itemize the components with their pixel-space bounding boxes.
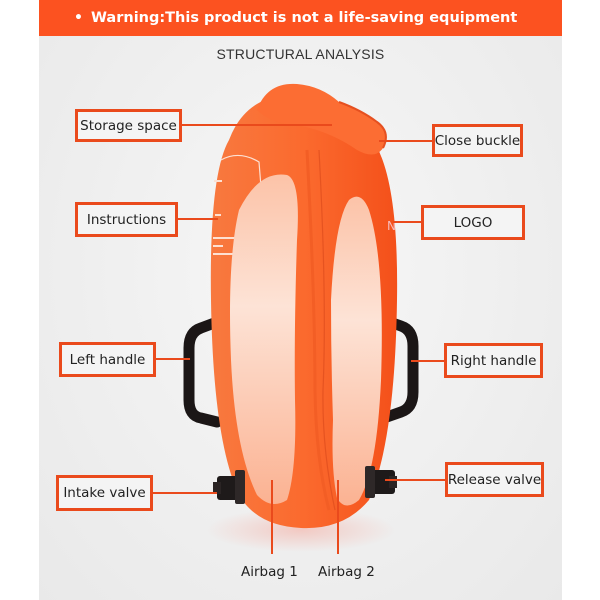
label-airbag-1: Airbag 1 (241, 564, 298, 580)
label-release-valve: Release valve (445, 462, 544, 497)
center-seam (305, 149, 331, 511)
leader-close-buckle (379, 140, 432, 142)
product-image: N (183, 83, 419, 552)
label-airbag-2: Airbag 2 (318, 564, 375, 580)
leader-logo (393, 221, 421, 223)
leader-instructions (178, 218, 218, 220)
intake-valve-icon (213, 470, 245, 504)
label-right-handle: Right handle (444, 343, 543, 378)
label-intake-valve: Intake valve (56, 475, 153, 511)
warning-text: Warning:This product is not a life-savin… (90, 10, 518, 26)
storage-outline (220, 154, 264, 213)
release-valve-icon (365, 466, 397, 498)
label-close-buckle: Close buckle (432, 124, 523, 157)
leader-airbag-2 (337, 480, 339, 554)
airbag-2 (331, 196, 382, 506)
airbag-1 (230, 174, 298, 504)
leader-airbag-1 (271, 480, 273, 554)
warning-banner: • Warning:This product is not a life-sav… (39, 0, 562, 36)
label-instructions: Instructions (75, 202, 178, 237)
label-storage-space: Storage space (75, 109, 182, 142)
label-logo: LOGO (421, 205, 525, 240)
roll-top (257, 83, 386, 155)
left-handle-icon (183, 316, 223, 428)
label-left-handle: Left handle (59, 342, 156, 377)
reflection-shadow (206, 508, 396, 552)
leader-release-valve (385, 479, 445, 481)
leader-intake-valve (153, 492, 217, 494)
section-title: STRUCTURAL ANALYSIS (216, 46, 385, 62)
bullet-icon: • (74, 10, 83, 26)
logo-mark: N (387, 219, 396, 233)
instructions-text-marks (213, 180, 239, 255)
right-handle-icon (378, 314, 419, 424)
leader-left-handle (156, 358, 190, 360)
leader-storage-space (182, 124, 332, 126)
leader-right-handle (411, 360, 444, 362)
product-infographic: • Warning:This product is not a life-sav… (39, 0, 562, 600)
